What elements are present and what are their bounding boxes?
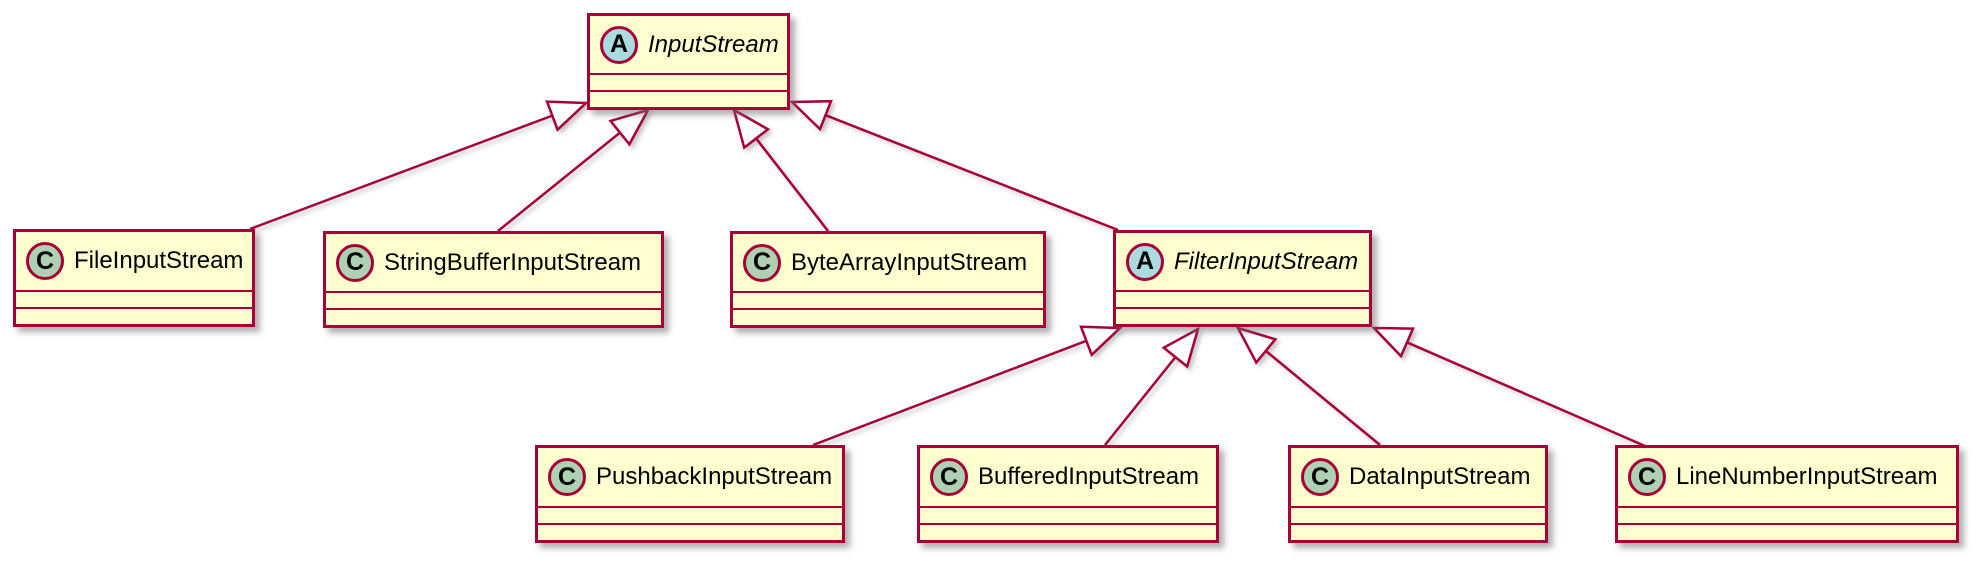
class-header: A InputStream (590, 16, 787, 73)
class-header: C PushbackInputStream (538, 448, 842, 506)
inheritance-arrow-pushbackinputstream-to-filterinputstream (812, 328, 1120, 447)
abstract-class-marker-icon: A (600, 25, 638, 64)
class-header: C DataInputStream (1291, 448, 1545, 506)
methods-compartment (590, 90, 787, 107)
fields-compartment (538, 506, 842, 523)
class-header: C ByteArrayInputStream (733, 234, 1043, 291)
class-name: LineNumberInputStream (1676, 463, 1938, 490)
methods-compartment (1291, 523, 1545, 540)
fields-compartment (1116, 290, 1369, 307)
class-box-inputstream: A InputStream (587, 13, 790, 110)
class-header: C FileInputStream (16, 232, 252, 290)
class-name: FilterInputStream (1174, 247, 1359, 275)
fields-compartment (733, 291, 1043, 308)
class-marker-icon: C (1301, 458, 1339, 496)
fields-compartment (1618, 506, 1956, 523)
class-name: ByteArrayInputStream (791, 248, 1028, 276)
class-marker-icon: C (336, 243, 374, 282)
methods-compartment (538, 523, 842, 540)
class-header: C BufferedInputStream (920, 448, 1216, 506)
class-box-fileinputstream: C FileInputStream (13, 229, 255, 327)
class-name: InputStream (648, 30, 779, 58)
class-marker-icon: C (930, 458, 968, 496)
class-box-datainputstream: C DataInputStream (1288, 445, 1548, 543)
class-box-bufferedinputstream: C BufferedInputStream (917, 445, 1219, 543)
methods-compartment (1618, 523, 1956, 540)
fields-compartment (920, 506, 1216, 523)
class-name: BufferedInputStream (978, 463, 1200, 490)
class-marker-icon: C (26, 242, 64, 280)
class-header: A FilterInputStream (1116, 233, 1369, 290)
class-box-linenumberinputstream: C LineNumberInputStream (1615, 445, 1959, 543)
class-box-pushbackinputstream: C PushbackInputStream (535, 445, 845, 543)
class-name: FileInputStream (74, 247, 244, 274)
class-marker-icon: C (548, 458, 586, 496)
inheritance-arrow-linenumberinputstream-to-filterinputstream (1374, 328, 1646, 448)
inheritance-arrow-bufferedinputstream-to-filterinputstream (1104, 329, 1198, 446)
methods-compartment (1116, 307, 1369, 324)
class-header: C StringBufferInputStream (326, 234, 661, 291)
fields-compartment (16, 290, 252, 307)
fields-compartment (1291, 506, 1545, 523)
inheritance-arrow-bytearrayinputstream-to-inputstream (734, 110, 829, 232)
class-box-filterinputstream: A FilterInputStream (1113, 230, 1372, 327)
fields-compartment (326, 291, 661, 308)
inheritance-arrow-stringbufferinputstream-to-inputstream (497, 110, 648, 232)
methods-compartment (326, 308, 661, 325)
class-name: DataInputStream (1349, 463, 1531, 490)
class-marker-icon: C (1628, 458, 1666, 496)
methods-compartment (733, 308, 1043, 325)
class-box-stringbufferinputstream: C StringBufferInputStream (323, 231, 664, 328)
class-name: StringBufferInputStream (384, 248, 642, 276)
methods-compartment (920, 523, 1216, 540)
fields-compartment (590, 73, 787, 90)
inheritance-arrow-datainputstream-to-filterinputstream (1238, 328, 1381, 446)
inheritance-arrow-fileinputstream-to-inputstream (249, 103, 586, 231)
class-marker-icon: C (743, 243, 781, 282)
methods-compartment (16, 307, 252, 324)
abstract-class-marker-icon: A (1126, 242, 1164, 281)
class-box-bytearrayinputstream: C ByteArrayInputStream (730, 231, 1046, 328)
class-name: PushbackInputStream (596, 463, 833, 490)
inheritance-arrow-filterinputstream-to-inputstream (792, 102, 1119, 232)
class-header: C LineNumberInputStream (1618, 448, 1956, 506)
